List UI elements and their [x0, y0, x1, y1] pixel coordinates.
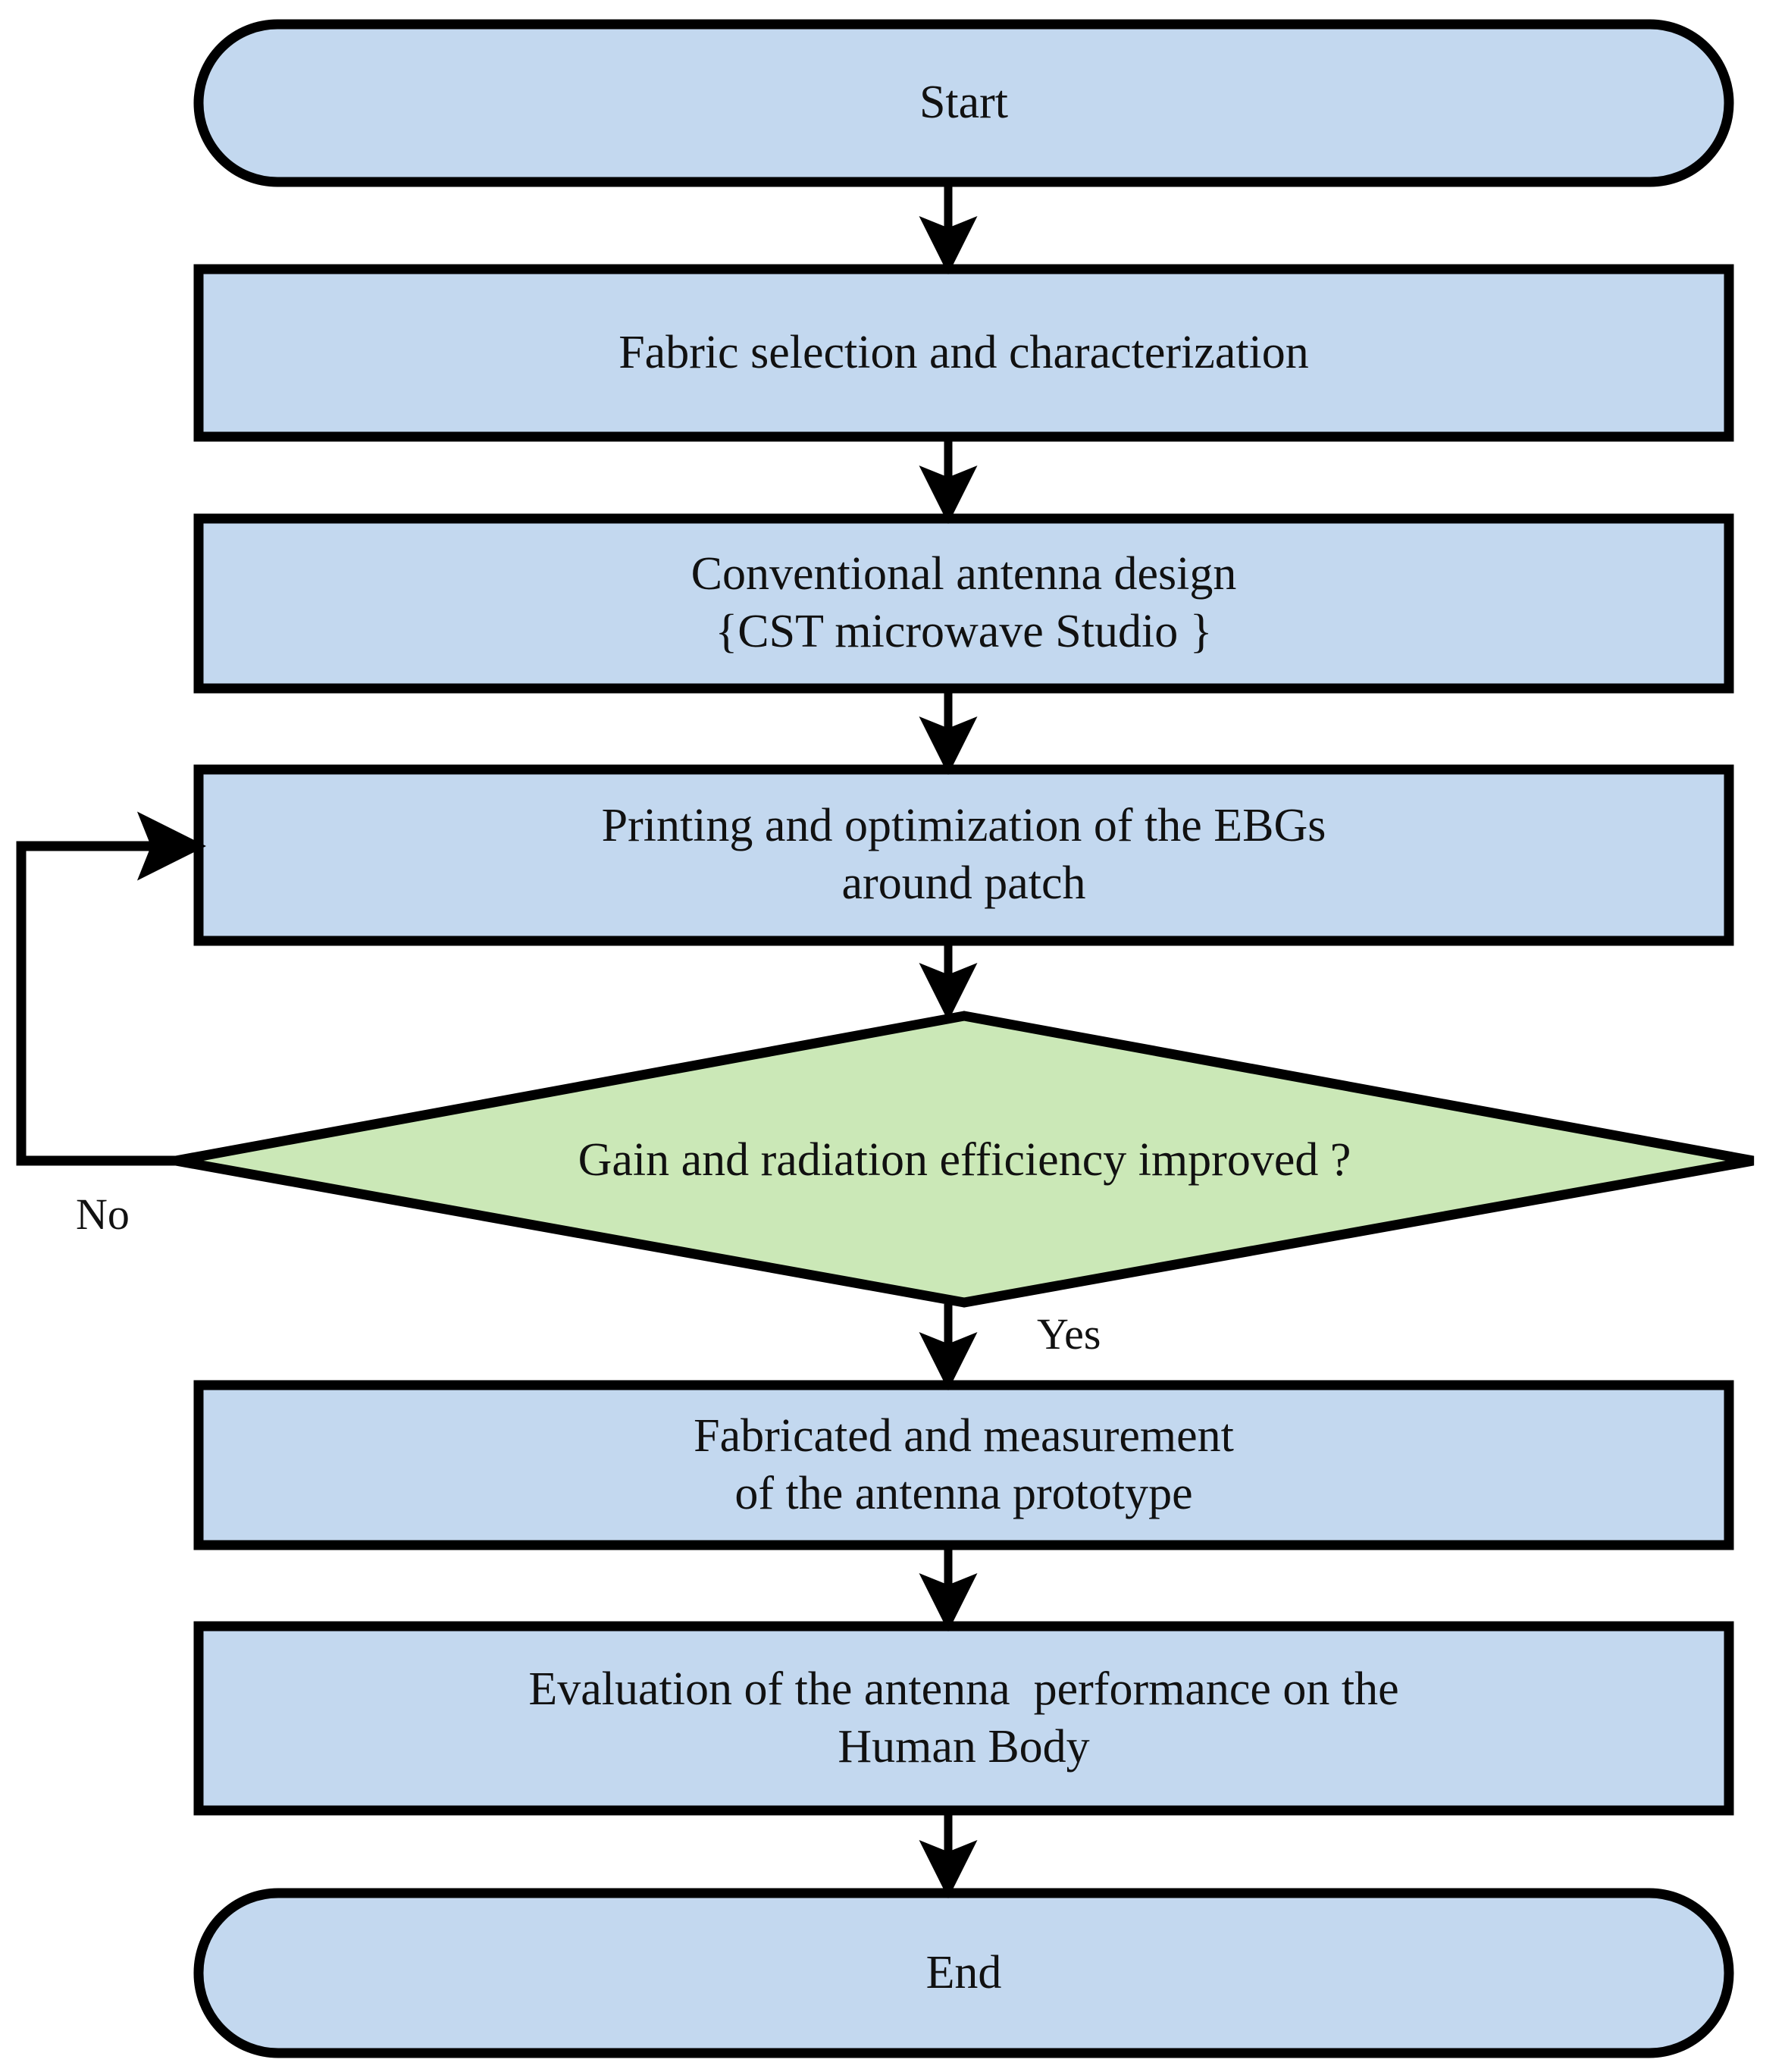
node-shape-printing[interactable] — [193, 764, 1734, 946]
edge-label-no: No — [76, 1190, 130, 1239]
node-shape-decision[interactable] — [174, 1011, 1755, 1308]
node-shape-start[interactable] — [193, 19, 1734, 187]
node-shape-fabric[interactable] — [193, 264, 1734, 442]
node-shape-evaluation[interactable] — [193, 1621, 1734, 1816]
node-shape-conventional[interactable] — [193, 513, 1734, 694]
node-shape-end[interactable] — [193, 1888, 1734, 2058]
edge-decision-no-feedback — [16, 811, 206, 1166]
node-shape-fabricated[interactable] — [193, 1380, 1734, 1550]
edge-label-yes: Yes — [1037, 1309, 1101, 1359]
